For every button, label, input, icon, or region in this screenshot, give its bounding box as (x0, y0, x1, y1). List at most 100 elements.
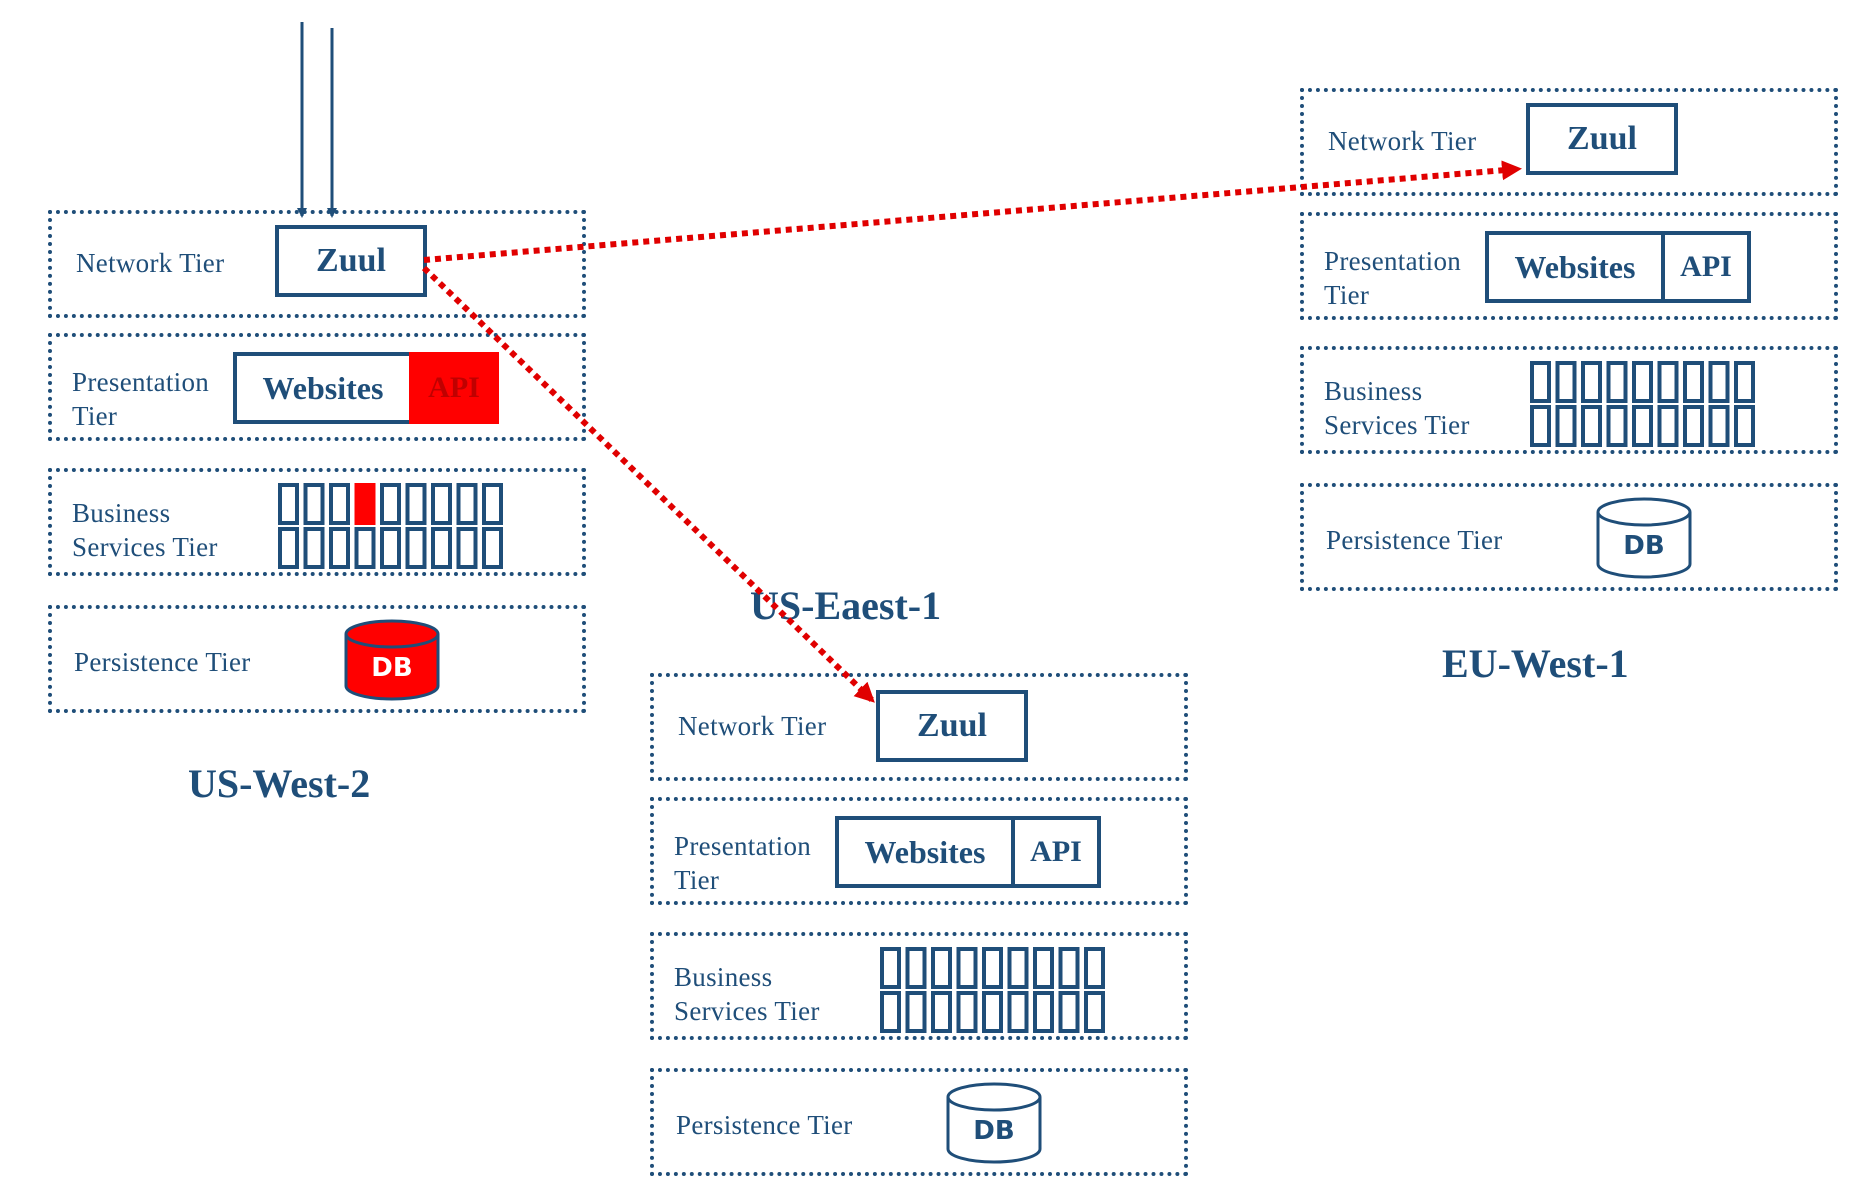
business-tier-label: Business Services Tier (72, 498, 218, 562)
service-instance (880, 991, 901, 1033)
business-tier-us-east-1: Business Services Tier (650, 932, 1188, 1040)
service-instance (1606, 405, 1628, 447)
persistence-tier-eu-west-1: Persistence Tier DB (1300, 483, 1838, 591)
service-instance (1058, 991, 1080, 1033)
zuul-box: Zuul (876, 690, 1028, 762)
service-instance (956, 991, 978, 1033)
service-instance (303, 483, 325, 525)
service-instance (405, 527, 427, 569)
db-cylinder-top (946, 1082, 1042, 1112)
websites-box: Websites (835, 816, 1015, 888)
service-instance (329, 527, 350, 569)
service-instances-grid (880, 947, 1105, 1033)
region-label-eu-west-1: EU-West-1 (1442, 641, 1629, 686)
service-instance (1084, 991, 1105, 1033)
presentation-tier-us-west-2: Presentation Tier Websites API (48, 333, 586, 441)
service-instance (303, 527, 325, 569)
service-instance (982, 991, 1003, 1033)
network-tier-us-east-1: Network Tier Zuul (650, 673, 1188, 781)
db-cylinder-top (1596, 497, 1692, 527)
service-instance (982, 947, 1003, 989)
db-label: DB (973, 1116, 1014, 1146)
service-instance (1084, 947, 1105, 989)
db-label: DB (371, 653, 412, 683)
db-cylinder-body (946, 1097, 1042, 1164)
service-instance (931, 947, 952, 989)
service-instance (1632, 361, 1653, 403)
region-label-us-west-2: US-West-2 (188, 761, 371, 806)
service-instance (1581, 405, 1602, 447)
service-instance (1657, 361, 1679, 403)
service-instance (1555, 361, 1577, 403)
service-instance (1683, 361, 1704, 403)
zuul-box: Zuul (275, 225, 427, 297)
service-instance (482, 527, 503, 569)
persistence-tier-label: Persistence Tier (74, 647, 251, 677)
api-box-failed: API (409, 352, 499, 424)
service-instance (1734, 361, 1755, 403)
network-tier-us-west-2: Network Tier Zuul (48, 210, 586, 318)
service-instance (905, 947, 927, 989)
service-instance (1734, 405, 1755, 447)
service-instance-failed (354, 483, 376, 525)
service-instance (431, 527, 452, 569)
service-instance (380, 483, 401, 525)
database-icon-failed: DB (344, 619, 440, 701)
service-instance (482, 483, 503, 525)
service-instance (354, 527, 376, 569)
database-icon: DB (946, 1082, 1042, 1164)
service-instance (1058, 947, 1080, 989)
service-instance (456, 483, 478, 525)
database-icon: DB (1596, 497, 1692, 579)
region-label-us-east-1: US-Eaest-1 (750, 583, 942, 628)
service-instance (1632, 405, 1653, 447)
service-instance (1007, 947, 1029, 989)
service-instance (1683, 405, 1704, 447)
network-tier-label: Network Tier (678, 711, 827, 741)
persistence-tier-label: Persistence Tier (1326, 525, 1503, 555)
network-tier-eu-west-1: Network Tier Zuul (1300, 88, 1838, 196)
zuul-box: Zuul (1526, 103, 1678, 175)
persistence-tier-us-west-2: Persistence Tier DB (48, 605, 586, 713)
service-instance (1530, 361, 1551, 403)
presentation-tier-label: Presentation Tier (674, 831, 812, 895)
api-box: API (1661, 231, 1751, 303)
service-instance (931, 991, 952, 1033)
presentation-tier-us-east-1: Presentation Tier Websites API (650, 797, 1188, 905)
db-cylinder-top (344, 619, 440, 649)
business-tier-label: Business Services Tier (1324, 376, 1470, 440)
service-instance (956, 947, 978, 989)
service-instance (1581, 361, 1602, 403)
service-instance (905, 991, 927, 1033)
service-instance (880, 947, 901, 989)
network-tier-label: Network Tier (76, 248, 225, 278)
network-tier-label: Network Tier (1328, 126, 1477, 156)
presentation-tier-eu-west-1: Presentation Tier Websites API (1300, 212, 1838, 320)
service-instance (1708, 405, 1730, 447)
service-instance (1007, 991, 1029, 1033)
service-instance (431, 483, 452, 525)
service-instance (1033, 947, 1054, 989)
service-instance (1530, 405, 1551, 447)
websites-box: Websites (233, 352, 413, 424)
business-tier-label: Business Services Tier (674, 962, 820, 1026)
service-instance (278, 527, 299, 569)
persistence-tier-label: Persistence Tier (676, 1110, 853, 1140)
service-instance (1708, 361, 1730, 403)
business-tier-us-west-2: Business Services Tier (48, 468, 586, 576)
service-instance (329, 483, 350, 525)
service-instance (405, 483, 427, 525)
service-instance (278, 483, 299, 525)
persistence-tier-us-east-1: Persistence Tier DB (650, 1068, 1188, 1176)
db-label: DB (1623, 531, 1664, 561)
db-cylinder-body (1596, 512, 1692, 579)
websites-box: Websites (1485, 231, 1665, 303)
service-instance (456, 527, 478, 569)
business-tier-eu-west-1: Business Services Tier (1300, 346, 1838, 454)
service-instances-grid (1530, 361, 1755, 447)
service-instance (1657, 405, 1679, 447)
service-instance (380, 527, 401, 569)
presentation-tier-label: Presentation Tier (1324, 246, 1462, 310)
service-instance (1033, 991, 1054, 1033)
